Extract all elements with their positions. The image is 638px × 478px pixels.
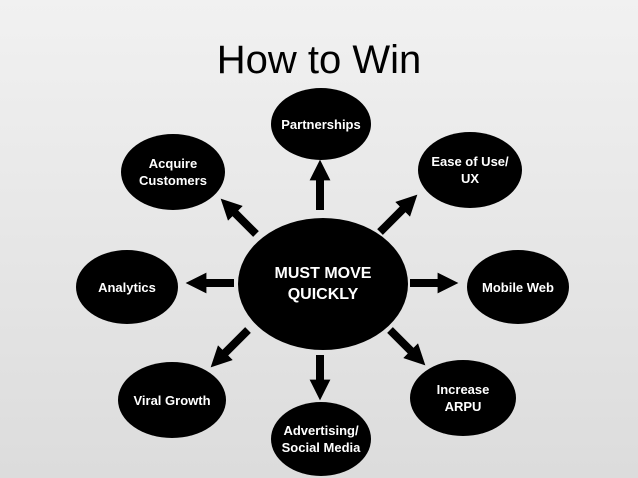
node-advertising: Advertising/ Social Media <box>271 402 371 476</box>
node-analytics: Analytics <box>76 250 178 324</box>
slide-title: How to Win <box>216 38 422 82</box>
node-ease-of-use: Ease of Use/ UX <box>418 132 522 208</box>
node-viral-growth: Viral Growth <box>118 362 226 438</box>
node-partnerships: Partnerships <box>271 88 371 160</box>
node-acquire-customers-label: Acquire Customers <box>139 156 207 188</box>
node-ease-of-use-label: Ease of Use/ UX <box>431 154 509 186</box>
node-acquire-customers: Acquire Customers <box>121 134 225 210</box>
center-node-label: MUST MOVE QUICKLY <box>274 265 372 303</box>
node-mobile-web-label: Mobile Web <box>482 279 554 295</box>
arrow-up-left <box>220 198 259 237</box>
center-node: MUST MOVE QUICKLY <box>238 218 408 350</box>
node-mobile-web: Mobile Web <box>467 250 569 324</box>
arrow-down-right <box>387 327 426 366</box>
arrow-down-left <box>210 327 251 368</box>
node-advertising-label: Advertising/ Social Media <box>281 423 361 455</box>
node-partnerships-label: Partnerships <box>281 116 361 132</box>
node-viral-growth-label: Viral Growth <box>133 392 211 408</box>
node-increase-arpu-label: Increase ARPU <box>436 382 490 414</box>
arrow-up-right <box>377 194 418 235</box>
node-increase-arpu: Increase ARPU <box>410 360 516 436</box>
node-analytics-label: Analytics <box>98 279 156 295</box>
